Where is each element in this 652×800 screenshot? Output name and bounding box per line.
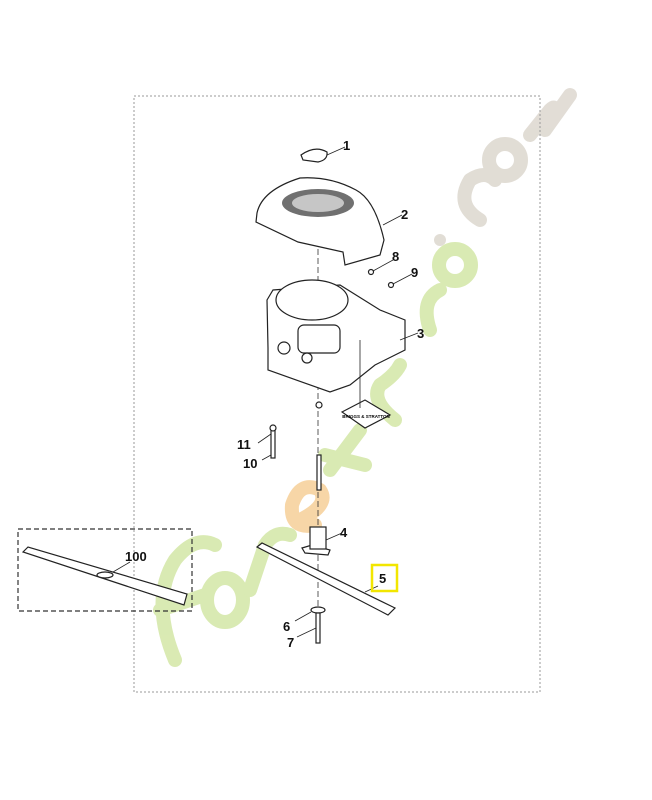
callout-100[interactable]: 100: [125, 549, 147, 564]
callout-2[interactable]: 2: [401, 207, 408, 222]
part-10-bolt[interactable]: [270, 429, 276, 459]
part-5-blade[interactable]: [255, 542, 397, 616]
part-11-washer[interactable]: [269, 424, 277, 432]
callout-9[interactable]: 9: [411, 265, 418, 280]
leader-lines: [112, 146, 419, 638]
callout-8[interactable]: 8: [392, 249, 399, 264]
callout-5[interactable]: 5: [379, 571, 386, 586]
callout-3[interactable]: 3: [417, 326, 424, 341]
part-8-washer[interactable]: [367, 268, 375, 276]
engine-washer: [315, 401, 323, 409]
part-6-washer[interactable]: [310, 606, 326, 614]
engine-bolt: [316, 454, 322, 491]
callout-1[interactable]: 1: [343, 138, 350, 153]
part-100-blade-hub: [96, 571, 114, 579]
part-2-engine-cover[interactable]: [255, 177, 385, 266]
diagram-frame: [133, 95, 541, 693]
highlight-box: [370, 563, 399, 593]
part-7-blade-bolt[interactable]: [315, 612, 321, 644]
part-1-air-filter[interactable]: [300, 148, 328, 163]
watermark: [153, 88, 577, 667]
callout-11[interactable]: 11: [237, 437, 251, 452]
part-4-blade-adapter[interactable]: [301, 526, 331, 556]
brand-plate-text: BRIGGS & STRATTON: [342, 414, 390, 419]
callout-6[interactable]: 6: [283, 619, 290, 634]
callout-10[interactable]: 10: [243, 456, 257, 471]
part-3-engine[interactable]: BRIGGS & STRATTON: [266, 279, 406, 429]
part-9-screw[interactable]: [387, 281, 395, 289]
callout-7[interactable]: 7: [287, 635, 294, 650]
callout-4[interactable]: 4: [340, 525, 348, 540]
